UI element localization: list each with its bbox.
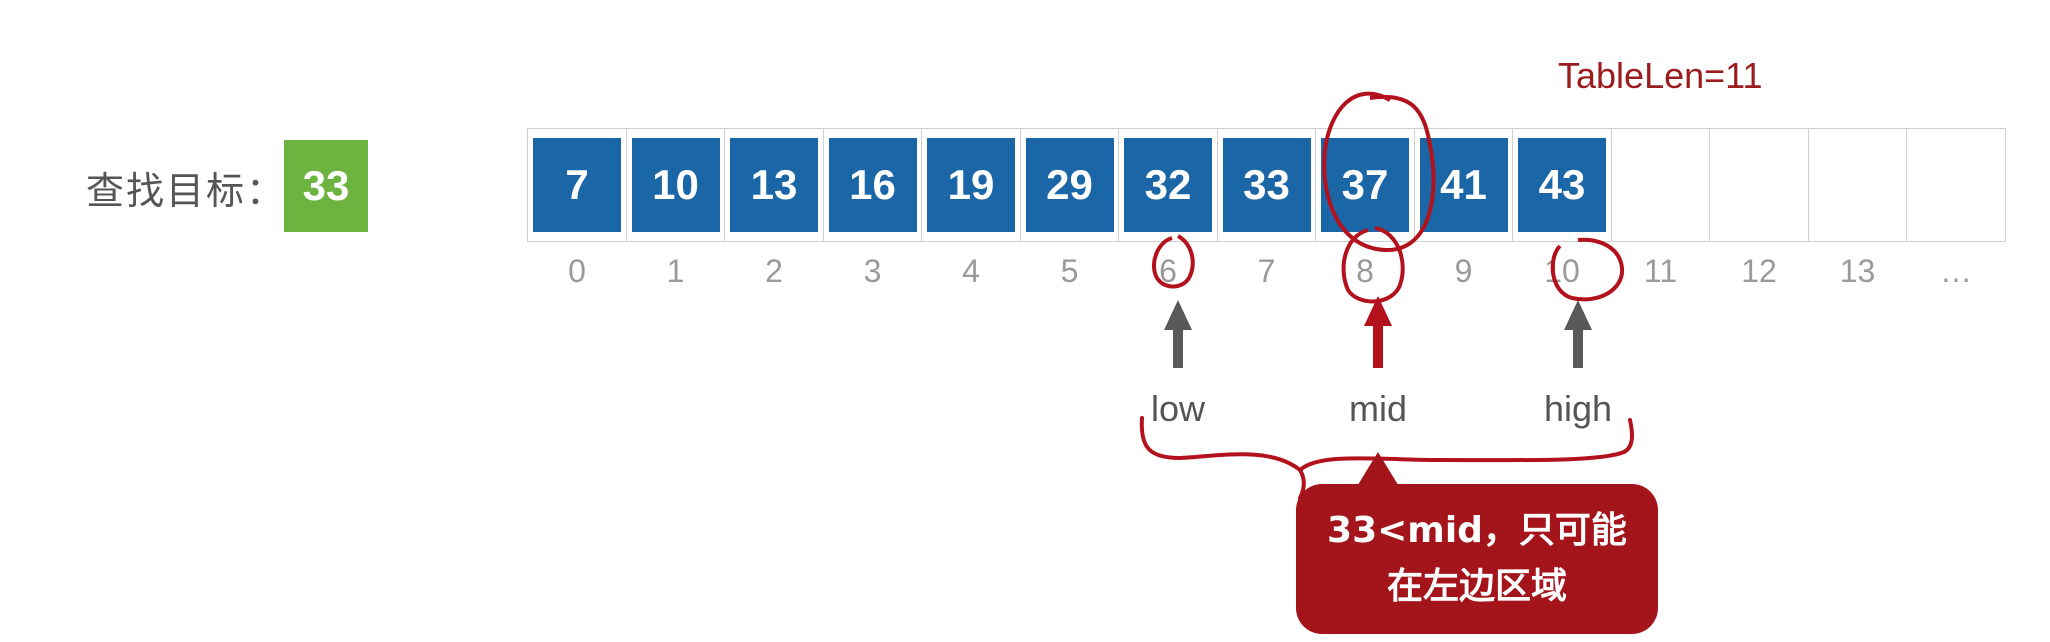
array-index-label: 0 [568, 253, 586, 289]
array-index-label: 2 [765, 253, 783, 289]
array-cell: 7 [527, 128, 627, 242]
index-10-circle-icon [1550, 237, 1625, 302]
index-8-circle-icon [1341, 226, 1405, 304]
array-index-label: 5 [1060, 253, 1079, 289]
array-index-label: 1 [666, 253, 685, 289]
array-cell-value: 19 [927, 138, 1015, 232]
callout-line-1: 33<mid，只可能 [1327, 510, 1627, 551]
table-length-label: TableLen=11 [1558, 55, 1763, 96]
array-cell [1906, 128, 2006, 242]
array-cell-value: 13 [730, 138, 818, 232]
search-target-value: 33 [284, 140, 368, 232]
array-cell-value: 16 [828, 138, 917, 232]
array-cell: 29 [1019, 128, 1120, 242]
array-index-label: 10 [1544, 253, 1580, 289]
array-index-label: 7 [1257, 253, 1276, 289]
callout-line-2: 在左边区域 [1386, 566, 1567, 607]
array-index-label: … [1940, 253, 1972, 289]
cell-37-circle-icon [1322, 91, 1436, 253]
array-index-label: 9 [1454, 253, 1473, 289]
array-index-label: 12 [1741, 253, 1777, 289]
low-arrow-icon [1164, 300, 1192, 368]
high-pointer-label: high [1543, 388, 1613, 429]
array-index-label: 6 [1159, 253, 1177, 289]
array-cell: 43 [1512, 128, 1612, 242]
array-cell-value: 29 [1025, 138, 1114, 232]
low-pointer-label: low [1150, 388, 1206, 429]
mid-arrow-icon [1364, 296, 1392, 368]
array-index-label: 11 [1643, 253, 1678, 289]
array-cell-value: 7 [533, 138, 621, 232]
array-cell: 16 [822, 128, 923, 242]
range-brace-icon [1139, 416, 1634, 500]
index-6-circle-icon [1152, 234, 1195, 289]
array-index-label: 4 [962, 253, 980, 289]
array-index-label: 3 [863, 253, 882, 289]
array-cell-value: 33 [1222, 138, 1311, 232]
high-arrow-icon [1564, 300, 1592, 368]
array-cell: 32 [1118, 128, 1218, 242]
array-cell-value: 10 [631, 138, 720, 232]
array-cell [1709, 128, 1809, 242]
array-cell [1610, 128, 1711, 242]
callout-pointer-icon [1356, 452, 1400, 488]
array-cell-value: 32 [1124, 138, 1212, 232]
array-index-label: 13 [1839, 253, 1876, 289]
callout-note: 33<mid，只可能 在左边区域 [1296, 484, 1658, 634]
array-cell: 33 [1216, 128, 1317, 242]
array-cell: 13 [724, 128, 824, 242]
array-cell: 19 [921, 128, 1021, 242]
array-cell [1807, 128, 1908, 242]
array-index-label: 8 [1356, 253, 1374, 289]
array-cell: 37 [1315, 128, 1415, 242]
array-cell-value: 43 [1518, 138, 1606, 232]
search-target-label: 查找目标： [86, 169, 287, 213]
mid-pointer-label: mid [1348, 388, 1407, 429]
